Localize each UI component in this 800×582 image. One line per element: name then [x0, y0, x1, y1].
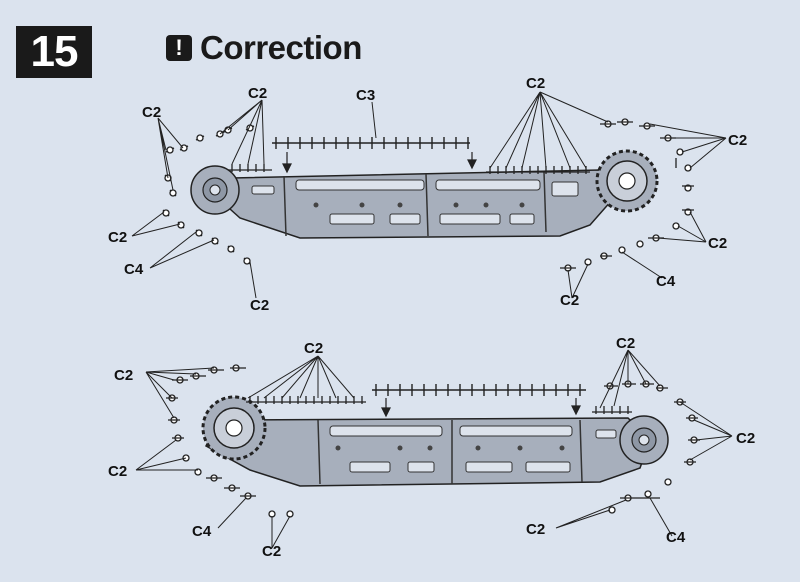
- top-idler-wheel: [190, 165, 240, 215]
- title-text: Correction: [200, 29, 362, 66]
- top-c3-track-strip: [272, 137, 470, 149]
- label-c2: C2: [114, 367, 133, 384]
- label-c2: C2: [248, 85, 267, 102]
- bottom-sprocket-wheel: [201, 395, 267, 461]
- label-c2: C2: [250, 297, 269, 314]
- label-c4: C4: [656, 273, 676, 290]
- step-number-badge: 15: [16, 26, 92, 78]
- label-c2: C2: [616, 335, 635, 352]
- label-c2: C2: [142, 104, 161, 121]
- label-c2: C2: [526, 521, 545, 538]
- bottom-upper-links: [246, 396, 632, 414]
- top-sprocket-wheel: [595, 149, 659, 213]
- bottom-part-labels: C2 C2 C2 C2 C2 C4 C2 C2 C4: [108, 335, 755, 560]
- exclamation-icon: !: [166, 35, 192, 61]
- step-number: 15: [30, 27, 79, 76]
- page-title: ! Correction: [166, 28, 362, 68]
- top-right-loose-links: [560, 118, 694, 272]
- top-part-labels: C2 C2 C3 C2 C2 C2 C2 C4 C2 C4 C2: [108, 75, 747, 314]
- top-frame-cutouts: [251, 179, 579, 225]
- label-c2: C2: [108, 229, 127, 246]
- bottom-frame-cutouts: [329, 425, 617, 473]
- label-c2: C2: [728, 132, 747, 149]
- label-c2: C2: [108, 463, 127, 480]
- top-assembly: C2 C2 C3 C2 C2 C2 C2 C4 C2 C4 C2: [108, 75, 747, 314]
- top-frame-holes: [313, 202, 525, 208]
- bottom-leader-lines: [135, 349, 733, 549]
- label-c2: C2: [262, 543, 281, 560]
- label-c4: C4: [192, 523, 212, 540]
- label-c3: C3: [356, 87, 375, 104]
- bottom-frame-holes: [335, 445, 565, 451]
- label-c4: C4: [666, 529, 686, 546]
- bottom-track-arrows: [381, 398, 581, 418]
- label-c4: C4: [124, 261, 144, 278]
- top-c3-arrows: [282, 152, 477, 174]
- label-c2: C2: [736, 430, 755, 447]
- top-upper-links: [228, 164, 590, 174]
- label-c2: C2: [708, 235, 727, 252]
- label-c2: C2: [560, 292, 579, 309]
- top-leader-lines: [131, 91, 727, 299]
- label-c2: C2: [526, 75, 545, 92]
- label-c2: C2: [304, 340, 323, 357]
- bottom-idler-wheel: [619, 415, 669, 465]
- bottom-track-strip: [372, 384, 586, 396]
- bottom-assembly: C2 C2 C2 C2 C2 C4 C2 C2 C4: [108, 335, 755, 560]
